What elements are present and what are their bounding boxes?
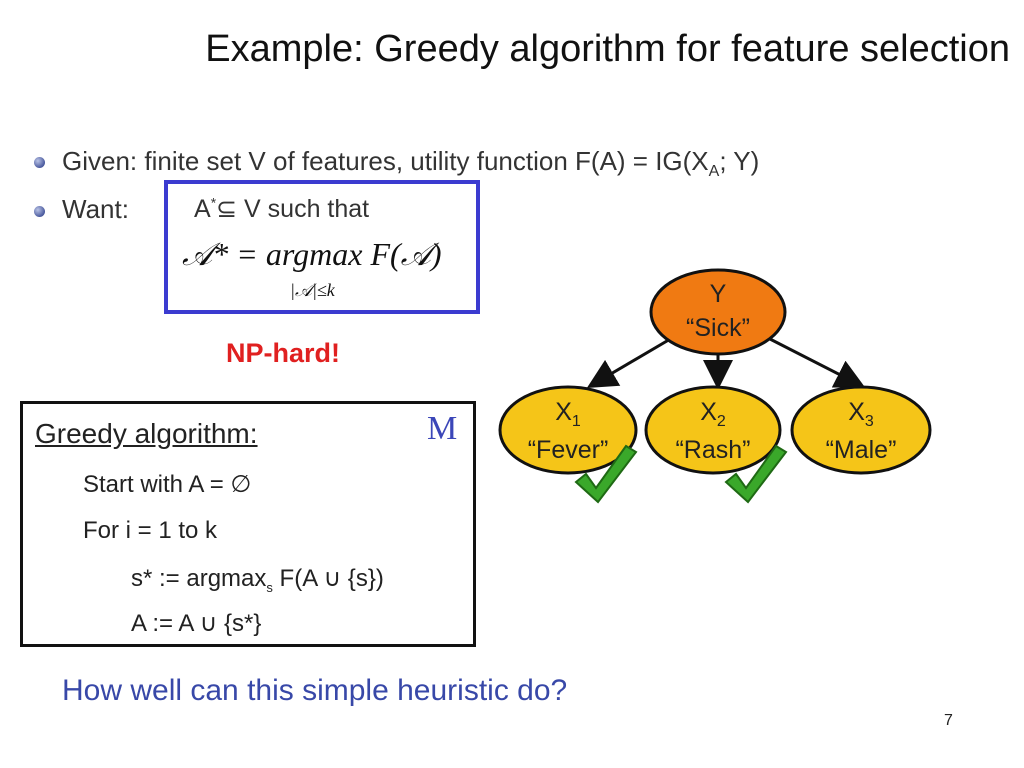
node-x2-var: X — [700, 398, 717, 426]
algorithm-marker: M — [427, 410, 458, 447]
node-x3-sub: 3 — [865, 413, 874, 430]
node-x1-sub: 1 — [572, 413, 581, 430]
step-start: Start with A = ∅ — [83, 471, 252, 498]
greedy-title: Greedy algorithm: — [35, 418, 258, 449]
slide-title: Example: Greedy algorithm for feature se… — [205, 28, 1010, 70]
objective-box: A*⊆ V such that 𝒜* = argmax F(𝒜) |𝒜|≤k — [164, 180, 480, 314]
np-hard-label: NP-hard! — [226, 338, 340, 368]
node-x3-label: “Male” — [826, 436, 897, 464]
svg-text:X2: X2 — [700, 398, 726, 430]
given-lead: Given: finite set V of features, utility… — [62, 146, 709, 176]
want-label: Want: — [62, 194, 129, 224]
edge-y-x1 — [586, 336, 673, 389]
step-loop: For i = 1 to k — [83, 517, 218, 544]
node-y-label: “Sick” — [686, 314, 750, 342]
checkmark-icon — [724, 444, 788, 504]
argmax-formula: 𝒜* = argmax F(𝒜) — [182, 236, 442, 272]
page-number: 7 — [944, 712, 953, 729]
want-condition: A*⊆ V such that — [194, 194, 370, 223]
node-x2: X2 “Rash” — [644, 385, 782, 475]
svg-text:X1: X1 — [555, 398, 581, 430]
edge-y-x3 — [767, 336, 866, 388]
node-x2-label: “Rash” — [675, 436, 750, 464]
greedy-algorithm-box: Greedy algorithm: M Start with A = ∅ For… — [20, 401, 476, 647]
argmax-constraint: |𝒜|≤k — [290, 280, 335, 300]
node-x2-sub: 2 — [717, 413, 726, 430]
node-y: Y “Sick” — [649, 268, 787, 356]
step-argmax: s* := argmaxs F(A ∪ {s}) — [131, 565, 384, 595]
svg-text:X3: X3 — [848, 398, 874, 430]
bullet-given: Given: finite set V of features, utility… — [62, 146, 759, 181]
node-x3: X3 “Male” — [790, 385, 932, 475]
checkmark-icon — [574, 444, 638, 504]
step-update: A := A ∪ {s*} — [131, 610, 262, 637]
node-x1-label: “Fever” — [528, 436, 609, 464]
bullet-dot — [34, 206, 45, 217]
node-x3-var: X — [848, 398, 865, 426]
node-x1: X1 “Fever” — [498, 385, 638, 475]
node-x1-var: X — [555, 398, 572, 426]
given-subscript: A — [708, 163, 720, 181]
given-tail: ; Y) — [719, 146, 760, 176]
node-y-var: Y — [710, 280, 727, 308]
closing-question: How well can this simple heuristic do? — [62, 674, 568, 707]
bullet-dot — [34, 157, 45, 168]
